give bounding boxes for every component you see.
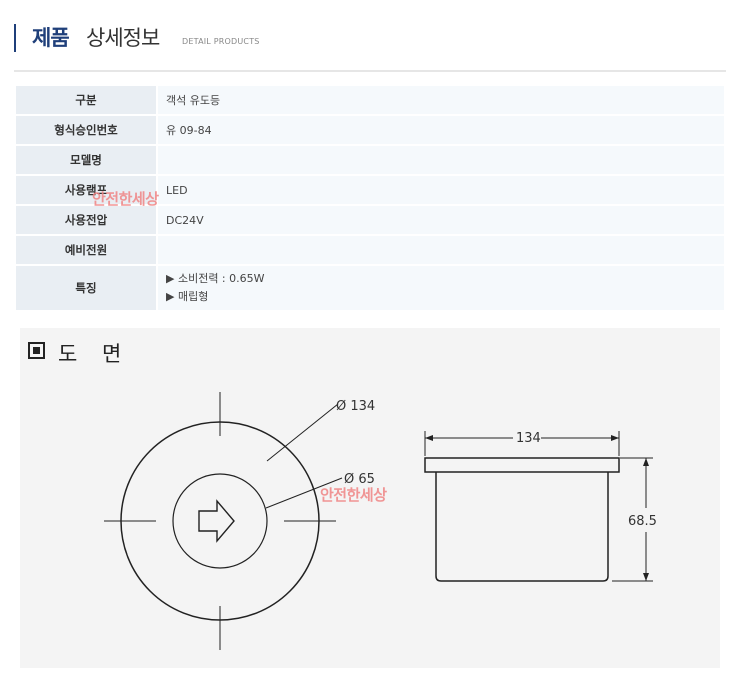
table-row: 특징 ▶ 소비전력 : 0.65W ▶ 매립형: [16, 266, 724, 310]
table-row: 사용램프 LED: [16, 176, 724, 204]
spec-label: 구분: [16, 86, 156, 114]
table-row: 구분 객석 유도등: [16, 86, 724, 114]
spec-label: 예비전원: [16, 236, 156, 264]
spec-label: 특징: [16, 266, 156, 310]
header-subtitle: DETAIL PRODUCTS: [182, 37, 260, 46]
header-title-bold: 제품: [32, 26, 70, 50]
spec-label: 사용램프: [16, 176, 156, 204]
spec-value: 유 09-84: [156, 116, 724, 144]
side-view: [424, 457, 620, 582]
drawing-title: 도 면: [58, 342, 131, 366]
spec-label: 모델명: [16, 146, 156, 174]
height-dimension-label: 68.5: [628, 514, 657, 529]
outer-diameter-label: Ø 134: [336, 399, 375, 414]
technical-drawing: Ø 134 Ø 65 134 68.5: [104, 392, 657, 650]
table-row: 사용전압 DC24V: [16, 206, 724, 234]
watermark: 안전한세상: [320, 486, 387, 504]
inner-diameter-label: Ø 65: [344, 472, 375, 487]
watermark: 안전한세상: [92, 190, 159, 208]
spec-label: 사용전압: [16, 206, 156, 234]
spec-label: 형식승인번호: [16, 116, 156, 144]
spec-value: ▶ 소비전력 : 0.65W ▶ 매립형: [156, 266, 724, 310]
header-title: 상세정보: [86, 26, 160, 50]
spec-table: 구분 객석 유도등 형식승인번호 유 09-84 모델명 사용램프 LED 사용…: [16, 84, 724, 312]
spec-value: [156, 236, 724, 264]
section-header: 제품 상세정보 DETAIL PRODUCTS: [14, 22, 726, 52]
feature-item: ▶ 소비전력 : 0.65W: [166, 272, 265, 285]
dimension-arrows: [425, 435, 649, 581]
spec-value: LED: [156, 176, 724, 204]
leader-lines: [265, 403, 343, 509]
spec-value: [156, 146, 724, 174]
square-bullet-icon: [28, 342, 45, 359]
width-dimension-label: 134: [516, 431, 541, 446]
arrow-right-icon: [198, 499, 235, 543]
drawing-panel: 도 면: [20, 328, 720, 668]
spec-value: DC24V: [156, 206, 724, 234]
table-row: 형식승인번호 유 09-84: [16, 116, 724, 144]
feature-item: ▶ 매립형: [166, 290, 209, 303]
table-row: 예비전원: [16, 236, 724, 264]
table-row: 모델명: [16, 146, 724, 174]
spec-value: 객석 유도등: [156, 86, 724, 114]
center-marks: [104, 392, 336, 650]
header-divider: [14, 70, 726, 72]
dimension-lines: [424, 431, 653, 582]
header-accent-bar: [14, 24, 16, 52]
inner-circle: [172, 473, 268, 569]
